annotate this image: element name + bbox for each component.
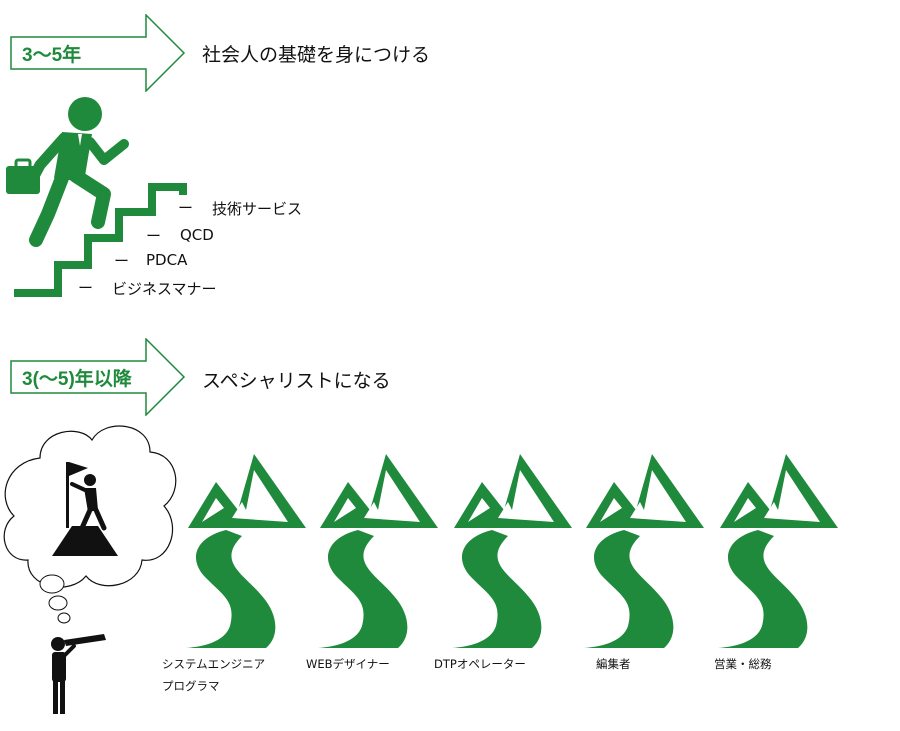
career-label: システムエンジニア プログラマ — [162, 653, 265, 697]
career-label: 営業・総務 — [714, 657, 772, 671]
mountain-path-icon — [186, 454, 306, 648]
section2-heading: スペシャリストになる — [202, 370, 391, 392]
section1-arrow-label: 3〜5年 — [22, 45, 82, 66]
telescope-person-icon — [51, 634, 106, 714]
section2-arrow-label: 3(〜5)年以降 — [22, 369, 132, 390]
arrow-banner-icon — [10, 14, 186, 92]
step-label: 技術サービス — [212, 200, 303, 218]
career-label: DTPオペレーター — [434, 657, 526, 671]
arrow-banner-icon — [10, 338, 186, 416]
career-label: 編集者 — [596, 657, 631, 671]
career-label-line: システムエンジニア — [162, 657, 266, 671]
step-dash: ー — [114, 252, 130, 270]
step-dash: ー — [146, 227, 162, 245]
section1-heading: 社会人の基礎を身につける — [202, 44, 431, 66]
summit-flag-climber-icon — [52, 462, 118, 556]
climbing-stairs-businessman-icon — [6, 97, 187, 297]
mountain-path-icon — [584, 454, 704, 648]
mountain-path-icon — [718, 454, 838, 648]
mountain-path-icon — [318, 454, 438, 648]
career-label-line: プログラマ — [162, 679, 220, 693]
mountain-path-icon — [452, 454, 572, 648]
step-label: ビジネスマナー — [112, 280, 217, 298]
step-label: QCD — [180, 226, 214, 244]
step-dash: ー — [78, 279, 94, 297]
step-dash: ー — [178, 199, 194, 217]
career-label: WEBデザイナー — [306, 657, 390, 671]
step-label: PDCA — [146, 251, 188, 269]
